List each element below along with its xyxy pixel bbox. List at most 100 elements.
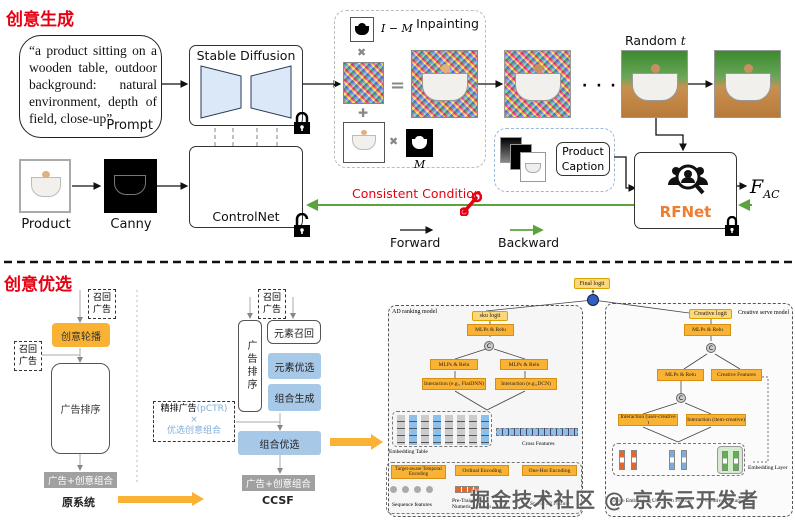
embedding-table (392, 411, 492, 447)
user-item-embedding-cell (669, 450, 675, 470)
sequence-node (426, 486, 433, 493)
combination-selection-box: 组合优选 (238, 431, 321, 455)
controlnet-box: ControlNet (189, 146, 303, 228)
random-t-label: Random t (625, 33, 686, 48)
sequence-node (414, 486, 421, 493)
equals-icon: = (390, 75, 406, 96)
embedding-column (445, 415, 453, 445)
sequence-features-label: Sequence features (392, 502, 432, 508)
embedding-column (433, 415, 441, 445)
element-recall-box: 元素召回 (267, 320, 321, 344)
ccsf-to-model-arrow-bar (330, 438, 372, 446)
section-title-creative-selection: 创意优选 (4, 275, 72, 295)
legend-forward: Forward (390, 235, 441, 250)
ellipsis: · · · (582, 78, 618, 94)
embedding-column (469, 415, 477, 445)
ad-ranking-box: 广告排序 (51, 363, 110, 454)
prompt-label: Prompt (106, 118, 153, 133)
sequence-node (390, 486, 397, 493)
original-output-bar: 广告+创意组合 (44, 472, 117, 488)
mask-label: M (414, 158, 426, 171)
inverse-mask-label: I − M (381, 22, 413, 35)
lock-icon (724, 215, 740, 236)
rfnet-box: RFNet (634, 152, 737, 229)
creative-feature-label: Creative Feature (705, 498, 742, 504)
canny-image (104, 159, 157, 213)
sequence-node (402, 486, 409, 493)
rfnet-label: RFNet (659, 203, 712, 221)
sequence-nodes (390, 486, 440, 494)
random-t-image (621, 50, 688, 118)
embedding-layer-region (612, 443, 745, 476)
ad-mlps-relu-right: MLPs & Relu (500, 359, 548, 370)
combination-generation-box: 组合生成 (268, 384, 321, 411)
share-embedding-cell (619, 450, 625, 470)
creative-features-box: Creative Features (711, 369, 762, 381)
final-generated-image (714, 50, 781, 118)
canny-edges (114, 175, 146, 195)
user-item-embedding-cell (681, 450, 687, 470)
cross-features-bar (496, 428, 578, 436)
wrench-icon (459, 191, 483, 217)
selected-creative-combo-text: 优选创意组合 (166, 426, 221, 436)
product-label: Product (21, 217, 71, 232)
target-aware-encoding-box: Target-aware Temporal Encoding (391, 465, 446, 479)
ranked-ad-text: 精排广告 (160, 404, 197, 414)
unlock-icon (293, 212, 311, 237)
transition-arrow-head (192, 492, 204, 506)
random-t-variable: t (680, 33, 686, 48)
output-subscript: AC (763, 187, 780, 201)
ccsf-output-bar: 广告+创意组合 (242, 475, 315, 491)
inpainting-region: Inpainting (334, 10, 486, 168)
mask-image (406, 129, 433, 157)
sum-node-icon (587, 294, 599, 306)
random-label-text: Random (625, 33, 677, 48)
plus-icon: ✚ (358, 106, 369, 120)
ordinal-encoding-box: Ordinal Encoding (455, 465, 509, 476)
interaction-item-creative-box: Interaction (item-creative) (686, 414, 746, 426)
ad-mlps-relu-left: MLPs & Relu (430, 359, 478, 370)
noise-image (343, 62, 384, 104)
times-icon: ✖ (389, 135, 399, 148)
concat-node-icon: C (676, 393, 686, 403)
inpainting-title: Inpainting (416, 16, 479, 31)
interaction-dcn-box: Interaction (e.g.,DCN) (495, 378, 557, 390)
concat-node-icon: C (484, 341, 494, 351)
embedding-column (397, 415, 405, 445)
user-search-icon (668, 161, 708, 197)
controlnet-label: ControlNet (212, 209, 280, 224)
recall-ad-box-left: 召回 广告 (14, 341, 42, 371)
recall-ad-box-top: 召回 广告 (88, 289, 116, 319)
prompt-text: “a product sitting on a wooden table, ou… (29, 43, 157, 126)
creative-mlps-relu-top: MLPs & Relu (684, 324, 731, 336)
pctr-text: (pCTR) (196, 404, 228, 414)
creative-embedding-cell (722, 451, 728, 471)
sparse-id-label: Sparse ID Feature (530, 501, 570, 507)
embedding-table-label: Embedding Table (389, 449, 428, 455)
share-embedding-label: Share Embedding (612, 498, 652, 504)
ad-mlps-relu-top: MLPs & Relu (467, 324, 514, 336)
final-logit-box: Final logit (574, 278, 610, 289)
creative-serve-model-label: Creative serve model (738, 310, 789, 316)
one-hot-encoding-box: One-Hot Encoding (522, 465, 577, 476)
creative-embedding-group (717, 446, 743, 474)
transition-arrow-bar (118, 496, 194, 503)
element-selection-box: 元素优选 (268, 353, 321, 379)
ranked-ad-combo-box: 精排广告(pCTR) × 优选创意组合 (153, 401, 235, 442)
prompt-box: “a product sitting on a wooden table, ou… (19, 35, 162, 138)
watermark: 掘金技术社区 @ 京东云开发者 (470, 488, 759, 512)
sd-decoder-trapezoid (250, 65, 292, 119)
creative-logit-box: Creative logit (689, 309, 732, 319)
creative-carousel-box: 创意轮播 (52, 323, 110, 347)
output-f-ac: FAC (750, 176, 780, 201)
original-system-caption: 原系统 (62, 496, 95, 509)
ccsf-caption: CCSF (262, 494, 294, 507)
product-image (19, 159, 71, 213)
stable-diffusion-label: Stable Diffusion (196, 48, 296, 63)
ccsf-recall-ad-box: 召回 广告 (258, 289, 286, 319)
product-caption-region (494, 128, 615, 192)
inpainted-noisy-image (411, 50, 478, 118)
cross-features-label: Cross Features (522, 441, 555, 447)
